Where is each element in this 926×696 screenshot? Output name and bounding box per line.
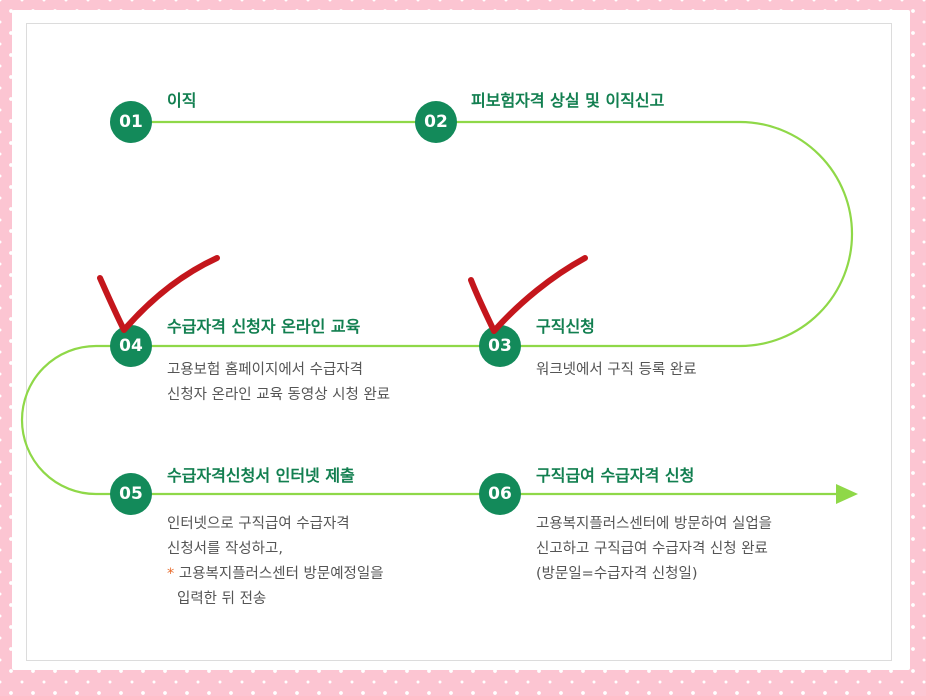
step-05-note-text: 고용복지플러스센터 방문예정일을 <box>178 566 384 582</box>
step-05-desc-line: 신청서를 작성하고, <box>167 541 283 557</box>
step-05-title: 수급자격신청서 인터넷 제출 <box>167 466 355 485</box>
process-diagram-frame <box>26 23 892 661</box>
step-05-circle: 05 <box>110 473 152 515</box>
arrow-right-icon <box>836 484 858 504</box>
step-05-desc-line: 인터넷으로 구직급여 수급자격 <box>167 516 350 532</box>
step-01-title: 이직 <box>167 91 197 110</box>
step-03-desc-line: 워크넷에서 구직 등록 완료 <box>536 362 697 378</box>
checkmark-icon <box>97 255 220 333</box>
step-06-description: 고용복지플러스센터에 방문하여 실업을 신고하고 구직급여 수급자격 신청 완료… <box>536 512 772 587</box>
step-04-circle: 04 <box>110 325 152 367</box>
step-03-circle: 03 <box>479 325 521 367</box>
note-asterisk: * <box>167 566 175 582</box>
step-05-note-line: * 고용복지플러스센터 방문예정일을 <box>167 562 384 587</box>
path-line <box>20 120 854 496</box>
step-04-desc-line: 고용보험 홈페이지에서 수급자격 <box>167 362 363 378</box>
step-06-desc-line: 신고하고 구직급여 수급자격 신청 완료 <box>536 541 768 557</box>
step-06-circle: 06 <box>479 473 521 515</box>
step-06-desc-line: (방문일=수급자격 신청일) <box>536 566 698 582</box>
step-04-title: 수급자격 신청자 온라인 교육 <box>167 317 361 336</box>
step-06-title: 구직급여 수급자격 신청 <box>536 466 695 485</box>
step-04-description: 고용보험 홈페이지에서 수급자격 신청자 온라인 교육 동영상 시청 완료 <box>167 358 390 408</box>
checkmark-icon <box>468 255 588 334</box>
step-03-description: 워크넷에서 구직 등록 완료 <box>536 358 697 383</box>
step-05-description: 인터넷으로 구직급여 수급자격 신청서를 작성하고, * 고용복지플러스센터 방… <box>167 512 384 612</box>
step-05-note-line: 입력한 뒤 전송 <box>177 591 267 607</box>
step-06-desc-line: 고용복지플러스센터에 방문하여 실업을 <box>536 516 772 532</box>
step-02-title: 피보험자격 상실 및 이직신고 <box>471 91 665 110</box>
step-03-title: 구직신청 <box>536 317 595 336</box>
step-01-circle: 01 <box>110 101 152 143</box>
step-02-circle: 02 <box>415 101 457 143</box>
step-04-desc-line: 신청자 온라인 교육 동영상 시청 완료 <box>167 387 391 403</box>
